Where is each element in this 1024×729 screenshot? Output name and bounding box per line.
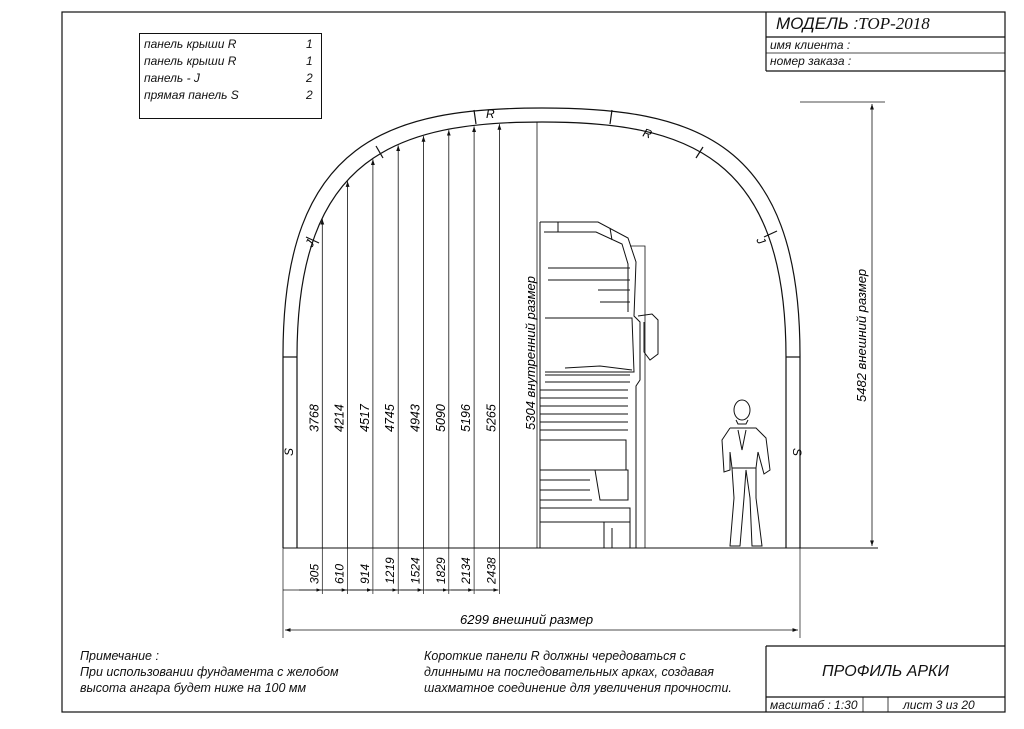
order-field: номер заказа :: [770, 54, 852, 68]
offset-dimension-label: 2134: [459, 557, 473, 585]
model-title: МОДЕЛЬ :TOP-2018: [776, 14, 930, 34]
legend-item-name: панель крыши R: [144, 37, 237, 51]
legend-item-name: панель крыши R: [144, 54, 237, 68]
legend-item-qty: 2: [306, 88, 313, 102]
height-dimension-label: 4214: [333, 404, 347, 432]
offset-dimensions: 305 610 914 1219 1524 1829 2134 2438: [299, 548, 500, 594]
offset-dimension-label: 610: [333, 564, 347, 584]
height-dimension-label: 5090: [434, 404, 448, 432]
legend-row: прямая панель S 2: [144, 88, 313, 102]
legend-row: панель крыши R 1: [144, 54, 313, 68]
offset-dimension-label: 1219: [383, 557, 397, 584]
offset-dimension-label: 914: [358, 564, 372, 584]
outer-width-dimension: 6299 внешний размер: [282, 548, 801, 638]
height-dimension-label: 5265: [484, 404, 498, 432]
offset-dimension-label: 1524: [409, 557, 423, 584]
panel-note-line-2: длинными на последовательных арках, созд…: [424, 665, 714, 679]
panel-label-roof-2: R: [641, 126, 654, 142]
height-dimension-label: 4517: [358, 403, 372, 432]
height-dimensions: 3768 4214 4517 4745 4943 5090 5196 5265: [307, 124, 502, 548]
panel-label-s-right: S: [790, 448, 804, 456]
panel-note-line-3: шахматное соединение для увеличения проч…: [424, 681, 732, 695]
human-figure: [721, 399, 771, 547]
drawing-title: ПРОФИЛЬ АРКИ: [822, 663, 949, 680]
scale-field: масштаб : 1:30: [770, 698, 858, 712]
legend-row: панель - J 2: [144, 71, 313, 85]
panel-legend: панель крыши R 1 панель крыши R 1 панель - J…: [139, 33, 322, 119]
offset-dimension-label: 305: [307, 564, 321, 584]
panel-label-roof: R: [486, 107, 495, 121]
title-block-top: [765, 12, 1005, 72]
client-field: имя клиента :: [770, 38, 851, 52]
title-block-bottom: [765, 645, 1005, 712]
legend-item-qty: 2: [306, 71, 313, 85]
truck-illustration: [539, 221, 659, 548]
legend-item-qty: 1: [306, 37, 313, 51]
sheet-frame: [61, 11, 1006, 713]
outer-height-label: 5482 внешний размер: [854, 269, 869, 402]
outer-height-dimension: 5482 внешний размер: [800, 101, 885, 546]
height-dimension-label: 3768: [307, 404, 321, 432]
sheet-field: лист 3 из 20: [903, 698, 975, 712]
note-title: Примечание :: [80, 649, 159, 663]
legend-row: панель крыши R 1: [144, 37, 313, 51]
offset-dimension-label: 1829: [434, 557, 448, 584]
model-label: МОДЕЛЬ :: [776, 14, 859, 33]
legend-item-name: панель - J: [144, 71, 200, 85]
model-value: TOP-2018: [858, 14, 930, 33]
inner-height-dimension: 5304 внутренний размер: [523, 122, 538, 548]
height-dimension-label: 5196: [459, 404, 473, 432]
outer-width-label: 6299 внешний размер: [460, 612, 593, 627]
note-line-2: высота ангара будет ниже на 100 мм: [80, 681, 307, 695]
panel-label-j-right: J: [753, 234, 769, 248]
legend-item-name: прямая панель S: [144, 88, 239, 102]
height-dimension-label: 4745: [383, 404, 397, 432]
panel-label-s-left: S: [282, 448, 296, 456]
offset-dimension-label: 2438: [484, 557, 498, 585]
panel-note-line-1: Короткие панели R должны чередоваться с: [424, 649, 686, 663]
legend-item-qty: 1: [306, 54, 313, 68]
note-line-1: При использовании фундамента с желобом: [80, 665, 339, 679]
inner-height-label: 5304 внутренний размер: [523, 276, 538, 430]
arch-shell: [282, 107, 801, 548]
height-dimension-label: 4943: [409, 404, 423, 432]
